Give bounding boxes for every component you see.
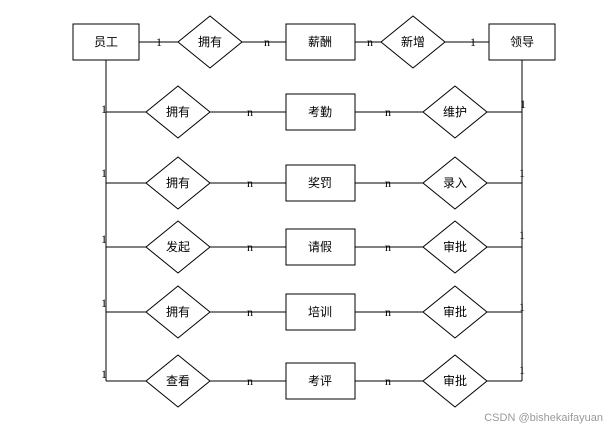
relationship-top-add-label: 新增: [401, 34, 425, 49]
card-row4-mid-right-n: n: [385, 305, 391, 319]
relationship-row4-right: 审批: [422, 285, 488, 339]
relationship-row2-left: 拥有: [145, 156, 211, 210]
entity-salary: 薪酬: [285, 23, 356, 61]
entity-reward-punish-label: 奖罚: [308, 176, 332, 190]
card-row5-mid-right-n: n: [385, 374, 391, 388]
card-row1-mid-right-n: n: [385, 105, 391, 119]
card-row3-mid-left-n: n: [247, 240, 253, 254]
card-row3-mid-right-n: n: [385, 240, 391, 254]
watermark: CSDN @bishekaifayuan: [484, 412, 603, 424]
entity-leader-label: 领导: [510, 35, 534, 49]
card-right-row5-1: 1: [519, 363, 525, 377]
relationship-row2-right-label: 录入: [443, 176, 467, 190]
card-left-row4-1: 1: [101, 296, 107, 310]
card-left-row2-1: 1: [101, 166, 107, 180]
relationship-row5-left: 查看: [145, 354, 211, 408]
card-right-row1-1: 1: [520, 97, 526, 111]
relationship-row2-left-label: 拥有: [166, 176, 190, 190]
entity-attendance: 考勤: [285, 93, 356, 131]
card-left-row5-1: 1: [101, 367, 107, 381]
entity-training: 培训: [285, 293, 356, 331]
relationship-row4-left: 拥有: [145, 285, 211, 339]
entity-reward-punish: 奖罚: [285, 164, 356, 202]
card-top-leader-1: 1: [470, 35, 476, 49]
relationship-top-add: 新增: [380, 15, 446, 69]
card-right-row4-1: 1: [519, 300, 525, 314]
entity-leader: 领导: [488, 23, 556, 61]
entity-employee-label: 员工: [94, 35, 118, 49]
entity-evaluation: 考评: [285, 362, 356, 400]
entity-attendance-label: 考勤: [308, 105, 332, 119]
relationship-row4-right-label: 审批: [443, 304, 467, 319]
card-row1-mid-left-n: n: [247, 105, 253, 119]
relationship-row1-right-label: 维护: [443, 105, 467, 119]
relationship-top-own-label: 拥有: [198, 35, 222, 49]
relationship-row1-left: 拥有: [145, 85, 211, 139]
card-row2-mid-left-n: n: [247, 176, 253, 190]
relationship-row3-left-label: 发起: [166, 239, 190, 254]
entity-employee: 员工: [72, 23, 140, 61]
relationship-row1-right: 维护: [422, 85, 488, 139]
card-right-row3-1: 1: [519, 228, 525, 242]
entity-leave-label: 请假: [308, 240, 332, 254]
entity-evaluation-label: 考评: [308, 374, 332, 388]
relationship-row1-left-label: 拥有: [166, 105, 190, 119]
relationship-top-own: 拥有: [177, 15, 243, 69]
card-left-row3-1: 1: [101, 232, 107, 246]
relationship-row5-right: 审批: [422, 354, 488, 408]
connector-lines: [105, 41, 523, 382]
card-right-row2-1: 1: [519, 166, 525, 180]
card-top-employee-1: 1: [156, 35, 162, 49]
relationship-row3-left: 发起: [145, 220, 211, 274]
relationship-row5-right-label: 审批: [443, 373, 467, 388]
card-left-row1-1: 1: [101, 102, 107, 116]
relationship-row4-left-label: 拥有: [166, 305, 190, 319]
card-top-salary-n: n: [264, 35, 270, 49]
entity-salary-label: 薪酬: [308, 35, 332, 49]
relationship-row3-right: 审批: [422, 220, 488, 274]
card-row2-mid-right-n: n: [385, 176, 391, 190]
relationship-row5-left-label: 查看: [166, 374, 190, 388]
relationship-row2-right: 录入: [422, 156, 488, 210]
card-top-salary-n2: n: [367, 35, 373, 49]
card-row5-mid-left-n: n: [247, 374, 253, 388]
entity-training-label: 培训: [308, 304, 332, 319]
cardinality-labels: 1 n n 1 1 1 1 1 1 n n n n n n n n n n 1 …: [101, 35, 526, 388]
entity-leave: 请假: [285, 228, 356, 266]
relationship-row3-right-label: 审批: [443, 239, 467, 254]
card-row4-mid-left-n: n: [247, 305, 253, 319]
